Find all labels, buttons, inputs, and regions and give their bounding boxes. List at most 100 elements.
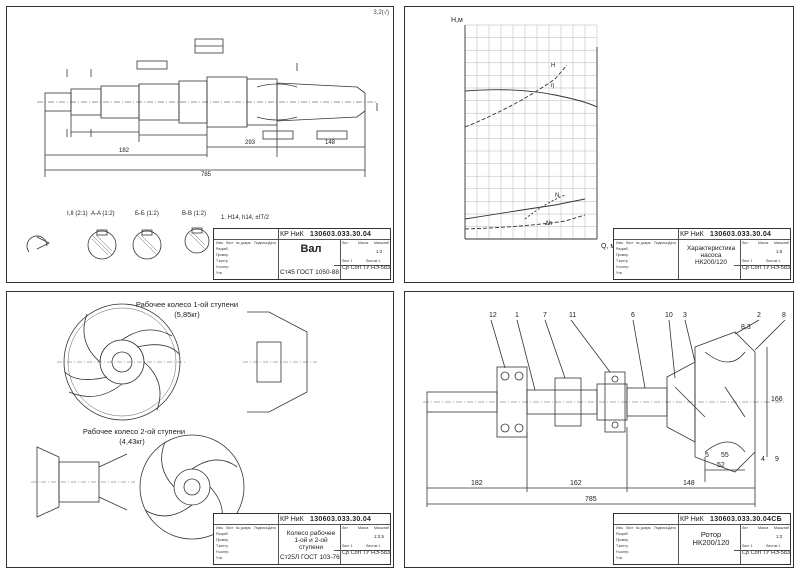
sheet-rotor-assembly: 12 1 7 11 6 10 3 2 8 182 162 148 785 166… xyxy=(404,291,794,568)
stamp-label-izm: Изм. xyxy=(216,241,224,245)
stamp-kr: КР НиК xyxy=(680,231,704,238)
title-block: КР НиК 130603.033.30.04 Характеристика н… xyxy=(613,228,791,280)
impellers-graphic xyxy=(31,303,317,540)
stamp-material: Ст45 ГОСТ 1050-88 xyxy=(280,269,340,276)
stamp-part-name: Колесо рабочее 1-ой и 2-ой ступени xyxy=(286,530,336,551)
stamp-label-prov: Провер. xyxy=(216,538,230,542)
stamp-label-izm: Изм. xyxy=(616,526,624,530)
stamp-label-tkontr: Т.контр. xyxy=(216,544,229,548)
stamp-label-izm: Изм. xyxy=(216,526,224,530)
dim-162: 162 xyxy=(570,480,582,487)
stamp-label-utv: Утв. xyxy=(616,271,623,275)
stamp-label-razrab: Разраб. xyxy=(216,532,229,536)
stamp-scale-value: 1:5 xyxy=(776,249,783,254)
stamp-sheet: Лист 1 xyxy=(742,259,753,263)
stamp-sheets: Листов 1 xyxy=(766,544,781,548)
stamp-part-name: Ротор НК200/120 xyxy=(692,530,730,547)
dim-148: 148 xyxy=(683,480,695,487)
impeller-2-title: Рабочее колесо 2-ой ступени xyxy=(82,427,186,436)
stamp-label-scale: Масштаб xyxy=(374,241,389,245)
stamp-kr: КР НиК xyxy=(280,516,304,523)
stamp-label-prov: Провер. xyxy=(216,253,230,257)
stamp-label-data: Дата xyxy=(668,526,676,530)
callout-5: 5 xyxy=(705,452,709,459)
stamp-label-nkontr: Н.контр. xyxy=(616,265,630,269)
stamp-sheets: Листов 1 xyxy=(366,259,381,263)
stamp-part-name: Вал xyxy=(300,243,322,255)
stamp-sheet: Лист 1 xyxy=(342,544,353,548)
dim-8-3: 8,3 xyxy=(741,324,751,331)
sheet-impellers: Рабочее колесо 1-ой ступени (5,85кг) Раб… xyxy=(6,291,394,568)
tolerance-note: 1. H14, h14, ±IT/2 xyxy=(221,215,269,221)
dim-182: 182 xyxy=(471,480,483,487)
stamp-kr: КР НиК xyxy=(280,231,304,238)
curves-graphic xyxy=(464,24,598,240)
stamp-label-scale: Масштаб xyxy=(774,526,789,530)
surface-finish-mark: 3,2(√) xyxy=(373,10,389,16)
stamp-label-data: Дата xyxy=(268,526,276,530)
stamp-sheets: Листов 1 xyxy=(366,544,381,548)
stamp-label-podp: Подпись xyxy=(654,241,668,245)
impeller-2-mass: (4,43кг) xyxy=(119,437,145,446)
stamp-label-data: Дата xyxy=(268,241,276,245)
stamp-organization: Ср СогГТУ НЭ-583 xyxy=(342,550,390,556)
stamp-label-list: Лист xyxy=(226,526,234,530)
stamp-label-nkontr: Н.контр. xyxy=(616,550,630,554)
dim-148: 148 xyxy=(325,140,336,146)
stamp-label-lit: Лит. xyxy=(342,526,349,530)
stamp-label-nkontr: Н.контр. xyxy=(216,265,230,269)
stamp-sheet: Лист 1 xyxy=(342,259,353,263)
dim-55: 55 xyxy=(721,452,729,459)
stamp-part-name: Характеристика насоса НК200/120 xyxy=(686,245,736,266)
dim-52: 52 xyxy=(717,462,725,469)
stamp-label-mass: Масса xyxy=(758,526,769,530)
stamp-material: Ст25Л ГОСТ 103-76 xyxy=(280,554,340,561)
stamp-sheet: Лист 1 xyxy=(742,544,753,548)
stamp-label-ndok: № докум. xyxy=(636,526,652,530)
stamp-label-tkontr: Т.контр. xyxy=(616,259,629,263)
dim-785: 785 xyxy=(585,496,597,503)
stamp-code: 130603.033.30.04 xyxy=(310,231,372,238)
x-axis-label: Q, м³/ч xyxy=(601,243,623,250)
stamp-label-podp: Подпись xyxy=(254,526,268,530)
stamp-label-prov: Провер. xyxy=(616,253,630,257)
stamp-label-ndok: № докум. xyxy=(636,241,652,245)
impeller-1-title: Рабочее колесо 1-ой ступени xyxy=(135,300,239,309)
stamp-label-tkontr: Т.контр. xyxy=(616,544,629,548)
shaft-drawing-graphic xyxy=(26,38,378,260)
stamp-label-nkontr: Н.контр. xyxy=(216,550,230,554)
stamp-code: 130603.033.30.04СБ xyxy=(710,516,782,523)
stamp-label-podp: Подпись xyxy=(654,526,668,530)
stamp-label-izm: Изм. xyxy=(616,241,624,245)
callout-9: 9 xyxy=(775,456,779,463)
curve-label-n: N xyxy=(555,193,560,199)
callout-8: 8 xyxy=(782,312,786,319)
curve-label-dh: Δh xyxy=(545,221,553,227)
stamp-organization: Ср СогГТУ НЭ-583 xyxy=(742,550,790,556)
sheet-shaft-drawing: 3,2(√) xyxy=(6,6,394,283)
stamp-label-razrab: Разраб. xyxy=(616,247,629,251)
callout-7: 7 xyxy=(543,312,547,319)
callout-10: 10 xyxy=(665,312,673,319)
stamp-label-podp: Подпись xyxy=(254,241,268,245)
stamp-label-razrab: Разраб. xyxy=(616,532,629,536)
stamp-label-utv: Утв. xyxy=(216,556,223,560)
callout-11: 11 xyxy=(569,312,577,319)
stamp-label-lit: Лит. xyxy=(342,241,349,245)
stamp-label-list: Лист xyxy=(226,241,234,245)
section-label-bb: Б-Б (1:2) xyxy=(135,211,159,217)
stamp-sheets: Листов 1 xyxy=(766,259,781,263)
callout-6: 6 xyxy=(631,312,635,319)
dim-182: 182 xyxy=(119,148,130,154)
stamp-scale-value: 1:2 xyxy=(776,534,783,539)
curve-label-h: H xyxy=(551,63,556,69)
stamp-label-ndok: № докум. xyxy=(236,241,252,245)
stamp-label-prov: Провер. xyxy=(616,538,630,542)
stamp-scale-value: 1:2,5 xyxy=(374,534,385,539)
stamp-organization: Ср СогГТУ НЭ-583 xyxy=(742,265,790,271)
title-block: КР НиК 130603.033.30.04СБ Ротор НК200/12… xyxy=(613,513,791,565)
stamp-label-data: Дата xyxy=(668,241,676,245)
stamp-label-scale: Масштаб xyxy=(374,526,389,530)
stamp-label-list: Лист xyxy=(626,241,634,245)
callout-12: 12 xyxy=(489,312,497,319)
